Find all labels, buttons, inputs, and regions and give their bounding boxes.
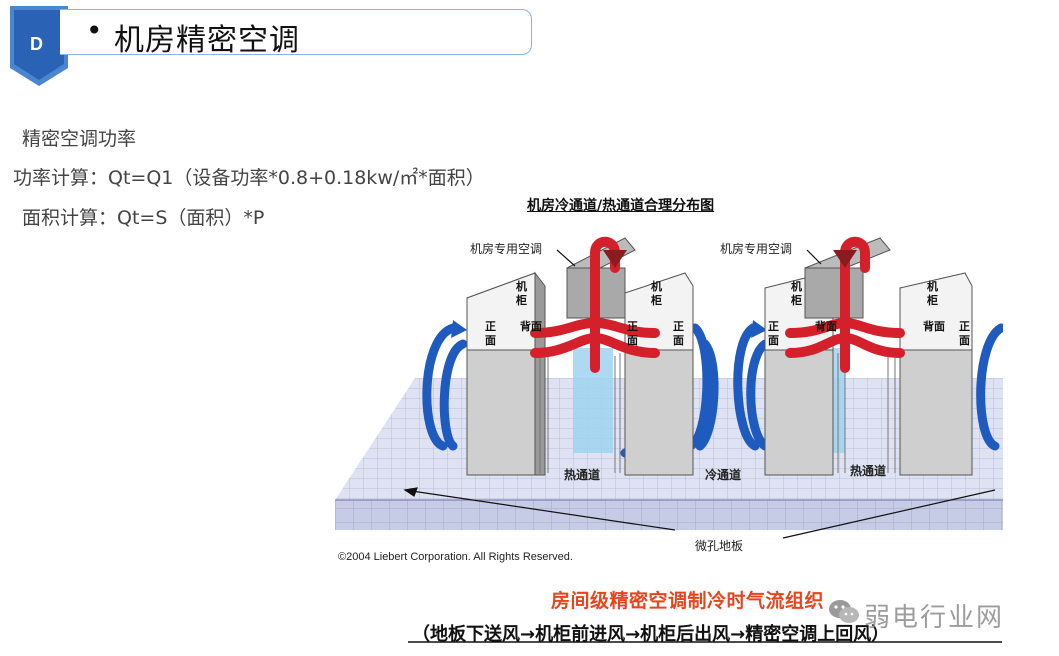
ac-label-left: 机房专用空调: [470, 240, 542, 257]
svg-text:面: 面: [959, 334, 970, 347]
svg-text:正: 正: [627, 320, 638, 333]
svg-text:正: 正: [673, 320, 684, 333]
body-line-power-formula: 功率计算：Qt=Q1（设备功率*0.8+0.18kw/㎡*面积）: [13, 163, 485, 190]
cabinet-label-2a: 机: [651, 279, 662, 293]
cabinet-label-3b: 柜: [790, 293, 802, 307]
body-line-power: 精密空调功率: [22, 124, 136, 151]
title-bullet: •: [86, 14, 103, 47]
cabinet-label-4b: 柜: [926, 293, 938, 307]
caption-underline: [408, 640, 1002, 644]
svg-text:正: 正: [768, 320, 779, 333]
cabinet-label-1b: 柜: [515, 293, 527, 307]
body-line-area-formula: 面积计算：Qt=S（面积）*P: [22, 203, 264, 230]
cabinet-label-1a: 机: [516, 279, 527, 293]
svg-text:面: 面: [768, 334, 779, 347]
section-letter: D: [30, 34, 43, 55]
svg-text:背面: 背面: [815, 319, 837, 333]
cabinet-label-3a: 机: [791, 279, 802, 293]
svg-text:背面: 背面: [520, 319, 542, 333]
raised-floor-edge: [335, 500, 1003, 530]
ac-label-right: 机房专用空调: [720, 240, 792, 257]
airflow-diagram: 机 柜 机 柜 机 柜 机 柜 正面 背面 正面 正面 正面 背面 背面 正面: [335, 228, 1003, 540]
hot-aisle-label-1: 热通道: [564, 466, 600, 483]
cold-aisle-label: 冷通道: [705, 466, 741, 483]
airflow-caption: 房间级精密空调制冷时气流组织: [551, 586, 824, 613]
svg-text:面: 面: [627, 334, 638, 347]
watermark-text: 弱电行业网: [864, 597, 1004, 634]
cabinet-label-4a: 机: [927, 279, 938, 293]
svg-text:正: 正: [485, 320, 496, 333]
svg-text:面: 面: [485, 334, 496, 347]
wechat-icon: [828, 598, 860, 626]
svg-text:正: 正: [959, 320, 970, 333]
svg-text:背面: 背面: [923, 319, 945, 333]
cabinet-label-2b: 柜: [650, 293, 662, 307]
diagram-title: 机房冷通道/热通道合理分布图: [527, 195, 714, 215]
floor-label: 微孔地板: [695, 537, 743, 554]
copyright-text: ©2004 Liebert Corporation. All Rights Re…: [338, 551, 573, 563]
page-title: 机房精密空调: [114, 15, 300, 59]
hot-aisle-label-2: 热通道: [850, 462, 886, 479]
cabinet-left: [467, 273, 545, 475]
svg-text:面: 面: [673, 334, 684, 347]
